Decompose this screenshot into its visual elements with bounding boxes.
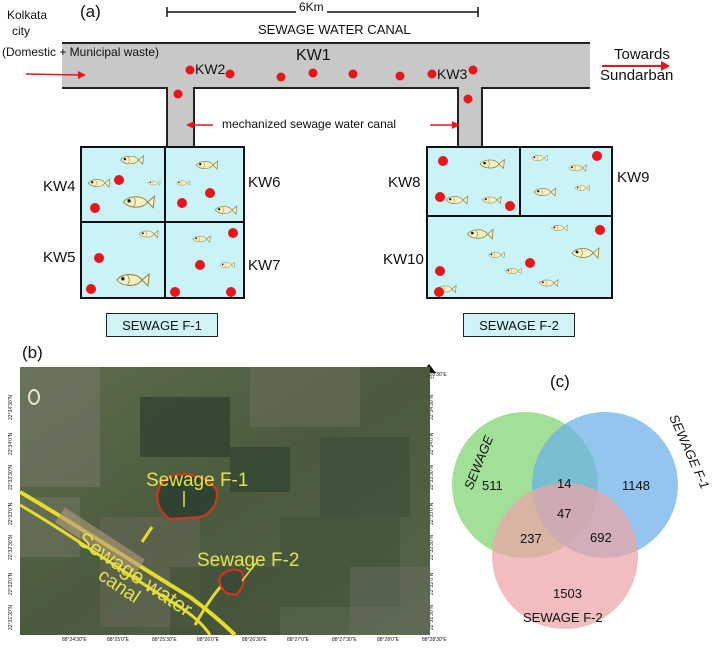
pond-fish-overlay (86, 151, 605, 297)
towards-label-1: Towards (614, 46, 670, 63)
canal-title: SEWAGE WATER CANAL (258, 22, 411, 37)
satellite-map (18, 367, 430, 637)
site-kw4: KW4 (43, 178, 76, 195)
lon-tick-label: 88°25'30"E (152, 637, 177, 643)
source-label-1: Kolkata (7, 8, 48, 22)
panel-c-label: (c) (550, 372, 570, 391)
panel-a-label: (a) (80, 2, 101, 21)
towards-label-2: Sundarban (600, 67, 674, 84)
lon-tick-label: 88°24'30"E (62, 637, 87, 643)
lat-tick-label: 22°34'30"N (8, 394, 14, 420)
map-farm1-label: Sewage F-1 (146, 470, 249, 491)
site-kw7: KW7 (248, 257, 281, 274)
venn-f1-f2: 692 (590, 530, 612, 545)
site-kw2: KW2 (195, 61, 226, 77)
source-label-2: city (12, 24, 30, 38)
site-kw10: KW10 (383, 251, 424, 268)
venn-only-f1: 1148 (622, 478, 650, 493)
lon-tick-label: 88°27'30"E (332, 637, 357, 643)
lon-tick-label: 88°26'0"E (197, 637, 219, 643)
lat-tick-label: 22°31'30"N (8, 604, 14, 630)
lon-tick-label: 88°28'0"E (377, 637, 399, 643)
lat-tick-label: 22°32'30"N (8, 534, 14, 560)
lat-tick-label: 22°33'0"N (8, 502, 14, 525)
lat-tick-label: 22°32'0"N (8, 572, 14, 595)
venn-circle-f2 (492, 483, 638, 629)
source-label-3: (Domestic + Municipal waste) (2, 45, 160, 59)
venn-sewage-f2: 237 (520, 531, 542, 546)
fish-icons (87, 154, 600, 293)
scale-label: 6Km (296, 0, 327, 14)
panel-b-label: (b) (22, 343, 43, 362)
lon-tick-label: 88°26'30"E (242, 637, 267, 643)
venn-only-sewage: 511 (482, 478, 503, 493)
map-farm2-label: Sewage F-2 (197, 550, 300, 571)
site-kw5: KW5 (43, 249, 76, 266)
lat-tick-label: 22°34'0"N (8, 432, 14, 455)
farm1-label: SEWAGE F-1 (106, 313, 218, 337)
venn-diagram (452, 412, 678, 629)
venn-all-three: 47 (557, 506, 572, 521)
lon-tick-label: 88°25'0"E (107, 637, 129, 643)
site-kw8: KW8 (388, 174, 421, 191)
pond-site-dots (86, 151, 605, 297)
site-kw3: KW3 (437, 66, 468, 82)
site-kw9: KW9 (617, 169, 650, 186)
canal-network (25, 42, 670, 146)
farm2-label: SEWAGE F-2 (463, 313, 575, 337)
venn-set-f2: SEWAGE F-2 (523, 610, 603, 625)
lon-tick-label: 88°28'30"E (422, 637, 447, 643)
lon-tick-label: 88°27'0"E (287, 637, 309, 643)
site-kw1: KW1 (296, 47, 331, 64)
mech-canal-label: mechanized sewage water canal (222, 117, 397, 131)
lat-tick-label: 22°33'30"N (8, 464, 14, 490)
venn-only-f2: 1503 (553, 586, 582, 601)
lon-tick-label: 88°28'30"E (422, 372, 447, 378)
venn-sewage-f1: 14 (557, 476, 572, 491)
site-kw6: KW6 (248, 174, 281, 191)
